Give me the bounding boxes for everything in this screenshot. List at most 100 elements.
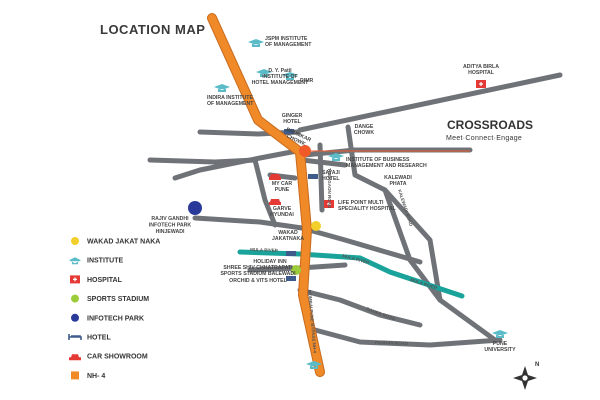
blue-dot-icon <box>71 313 79 322</box>
place-label-line: KALEWADI <box>384 175 412 181</box>
infotech-park-marker[interactable] <box>188 201 202 215</box>
car-showroom-markers <box>269 174 281 205</box>
brand-tagline: Meet·Connect·Engage <box>446 135 522 142</box>
legend-item-wakad-jakat-naka: WAKAD JAKAT NAKA <box>71 237 160 246</box>
place-label-line: GARVE <box>273 206 292 212</box>
nh4-highway <box>207 13 325 377</box>
place-label-line: HOTEL <box>283 119 301 125</box>
place-label-line: HOTEL <box>322 176 340 182</box>
crossroads-location-marker[interactable] <box>299 145 311 157</box>
graduation-cap-icon <box>214 84 230 92</box>
legend-label: HOTEL <box>87 335 111 342</box>
place-label-line: PHATA <box>389 181 406 187</box>
road-kalewadi <box>382 187 498 343</box>
road-baner <box>297 287 423 328</box>
place-label-holiday: HOLIDAY INN <box>253 259 286 265</box>
map-title: LOCATION MAP <box>100 22 205 37</box>
graduation-cap-icon <box>69 257 81 265</box>
place-label-line: INSTITUTE OF BUSINESS <box>346 157 410 163</box>
place-label-line: JAKATNAKA <box>272 236 304 242</box>
graduation-cap-icon <box>256 69 272 77</box>
graduation-cap-icon <box>282 72 298 80</box>
legend: WAKAD JAKAT NAKA INSTITUTE HOSPITAL SPORTS … <box>68 237 160 380</box>
place-label-orchid: ORCHID & VITS HOTEL <box>229 278 287 284</box>
legend-label: SPORTS STADIUM <box>87 296 149 303</box>
graduation-cap-icon <box>328 153 344 161</box>
legend-label: HOSPITAL <box>87 277 123 284</box>
place-label-line: JSPM INSTITUTE <box>265 36 308 42</box>
car-icon <box>269 199 281 205</box>
legend-label: NH- 4 <box>87 373 105 380</box>
river-label-left: MULA RIVER <box>250 247 279 253</box>
place-label-line: RAJIV GANDHI <box>151 216 189 222</box>
road-wakad-east <box>299 225 423 265</box>
place-label-line: ADITYA BIRLA <box>463 64 499 70</box>
graduation-cap-icon <box>248 39 264 47</box>
car-icon <box>269 174 281 180</box>
bed-icon <box>284 129 294 134</box>
place-label-line: WAKAD <box>278 230 298 236</box>
sports-stadium-marker[interactable] <box>291 265 301 275</box>
institute-markers <box>214 39 508 369</box>
hotel-markers <box>284 129 318 281</box>
wakad-jakat-naka-marker[interactable] <box>311 221 321 231</box>
place-label-line: MANAGEMENT AND RESEARCH <box>346 163 427 169</box>
legend-item-hotel: HOTEL <box>68 334 111 342</box>
legend-label: WAKAD JAKAT NAKA <box>87 239 160 246</box>
place-label-line: SHREE SHIV CHHATRAPATI <box>223 265 293 271</box>
graduation-cap-icon <box>306 361 322 369</box>
place-label-line: UNIVERSITY <box>484 347 516 353</box>
legend-item-sports-stadium: SPORTS STADIUM <box>71 294 149 303</box>
legend-item-hospital: HOSPITAL <box>70 275 123 284</box>
bed-icon <box>286 276 296 281</box>
legend-item-infotech-park: INFOTECH PARK <box>71 313 144 322</box>
place-label-line: OF MANAGEMENT <box>265 42 312 48</box>
hospital-markers <box>324 80 486 208</box>
place-label-line: LIFE POINT MULTI <box>338 200 384 206</box>
place-label-line: DANGE <box>355 124 374 130</box>
road-hinjewadi <box>192 215 305 231</box>
road-bhumkar-aditya <box>297 72 563 133</box>
place-label-line: PUNE <box>275 187 290 193</box>
yellow-dot-icon <box>71 237 79 245</box>
place-label-line: INFOTECH PARK <box>149 223 192 229</box>
bed-icon <box>308 174 318 179</box>
road-west-slope <box>252 157 278 228</box>
place-label-line: HINJEWADI <box>156 229 185 235</box>
road-west-lower <box>172 147 305 181</box>
place-label-line: INSTITUTE OF <box>262 74 297 80</box>
place-label-line: HOSPITAL <box>468 70 495 76</box>
legend-label: INSTITUTE <box>87 258 123 265</box>
place-label-line: HOTEL MANAGEMENT <box>252 80 310 86</box>
legend-label: INFOTECH PARK <box>87 315 144 322</box>
road-pashan <box>312 327 503 348</box>
roads <box>147 72 563 348</box>
green-dot-icon <box>71 294 79 303</box>
legend-item-car-showroom: CAR SHOWROOM <box>69 354 148 361</box>
orange-square-icon <box>71 371 79 380</box>
nh4-fill <box>208 14 324 376</box>
place-label-line: GINGER <box>282 113 303 119</box>
place-label-line: SPECIALITY HOSPITAL <box>338 206 397 212</box>
place-label-line: CHOWK <box>354 130 374 136</box>
road-label-nh4: MUMBAI PUNE BYPASS NH-4 <box>307 290 318 354</box>
legend-item-institute: INSTITUTE <box>69 257 123 265</box>
place-label-dimr: DIMR <box>300 78 314 84</box>
road-label-pashan: PASHAN ROAD <box>375 340 409 346</box>
road-iibm <box>299 157 348 168</box>
